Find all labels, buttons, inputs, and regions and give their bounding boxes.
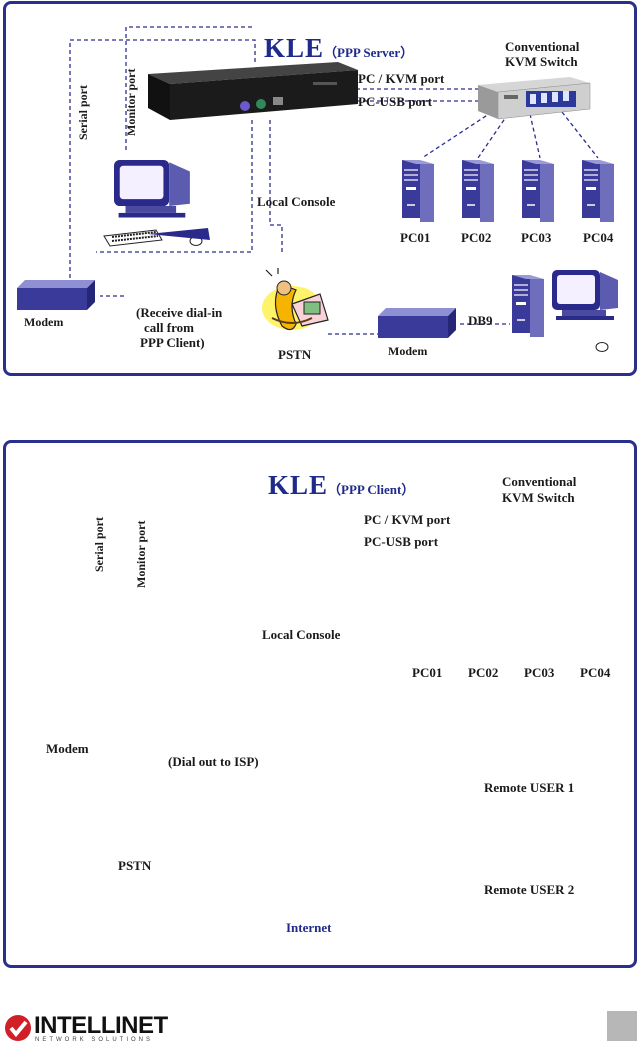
top-pc04-label: PC04 [583, 230, 614, 245]
top-modem-left-label: Modem [24, 315, 64, 329]
top-db9-label: DB9 [468, 313, 493, 328]
top-switch-label-2: KVM Switch [505, 54, 578, 69]
bottom-pc03-label: PC03 [524, 665, 555, 680]
ppp-client-diagram [3, 440, 637, 968]
logo-brand-name: INTELLINET [34, 1012, 168, 1039]
bottom-isp-label: ISP [52, 926, 83, 943]
bottom-pc-usb-port-label: PC-USB port [364, 534, 439, 549]
bottom-serial-port-label: Serial port [92, 517, 106, 572]
top-pc-usb-port-label: PC-USB port [358, 94, 433, 109]
bottom-switch-label-1: Conventional [502, 474, 577, 489]
bottom-title: KLE（PPP Client） [268, 470, 414, 501]
bottom-pstn-label: PSTN [118, 858, 152, 873]
bottom-switch-label-2: KVM Switch [502, 490, 575, 505]
bottom-pc-kvm-port-label: PC / KVM port [364, 512, 451, 527]
bottom-pc02-label: PC02 [468, 665, 499, 680]
top-pc03-label: PC03 [521, 230, 552, 245]
top-title-role: （PPP Server） [324, 45, 414, 60]
top-title: KLE（PPP Server） [264, 33, 413, 64]
bottom-internet-label: Internet [286, 920, 332, 935]
intellinet-logo-mark-icon [5, 1015, 31, 1041]
top-pc-kvm-port-label: PC / KVM port [358, 71, 445, 86]
bottom-title-role: （PPP Client） [328, 482, 415, 497]
top-title-main: KLE [264, 33, 325, 63]
top-pc01-label: PC01 [400, 230, 431, 245]
top-modem-right-label: Modem [388, 344, 428, 358]
bottom-modem-label: Modem [46, 741, 89, 756]
top-monitor-port-label: Monitor port [124, 68, 138, 136]
top-receive-line-1: (Receive dial-in [136, 305, 223, 320]
bottom-pc01-label: PC01 [412, 665, 443, 680]
bottom-title-main: KLE [268, 470, 329, 500]
bottom-remote-user-2-label: Remote USER 2 [484, 882, 575, 897]
top-pc02-label: PC02 [461, 230, 492, 245]
top-receive-line-2: call from [144, 320, 194, 335]
bottom-dial-out-label: (Dial out to ISP) [168, 754, 259, 769]
top-serial-port-label: Serial port [76, 85, 90, 140]
bottom-remote-user-1-label: Remote USER 1 [484, 780, 575, 795]
top-connection-lines [69, 26, 599, 335]
top-local-console-label: Local Console [257, 194, 336, 209]
top-pstn-label: PSTN [278, 347, 312, 362]
bottom-monitor-port-label: Monitor port [134, 520, 148, 588]
top-receive-line-3: PPP Client) [140, 335, 205, 350]
intellinet-logo: INTELLINET NETWORK SOLUTIONS [4, 1012, 194, 1046]
logo-tagline: NETWORK SOLUTIONS [35, 1037, 154, 1043]
top-switch-label-1: Conventional [505, 39, 580, 54]
bottom-local-console-label: Local Console [262, 627, 341, 642]
bottom-pc04-label: PC04 [580, 665, 611, 680]
page-number-box [607, 1011, 637, 1041]
